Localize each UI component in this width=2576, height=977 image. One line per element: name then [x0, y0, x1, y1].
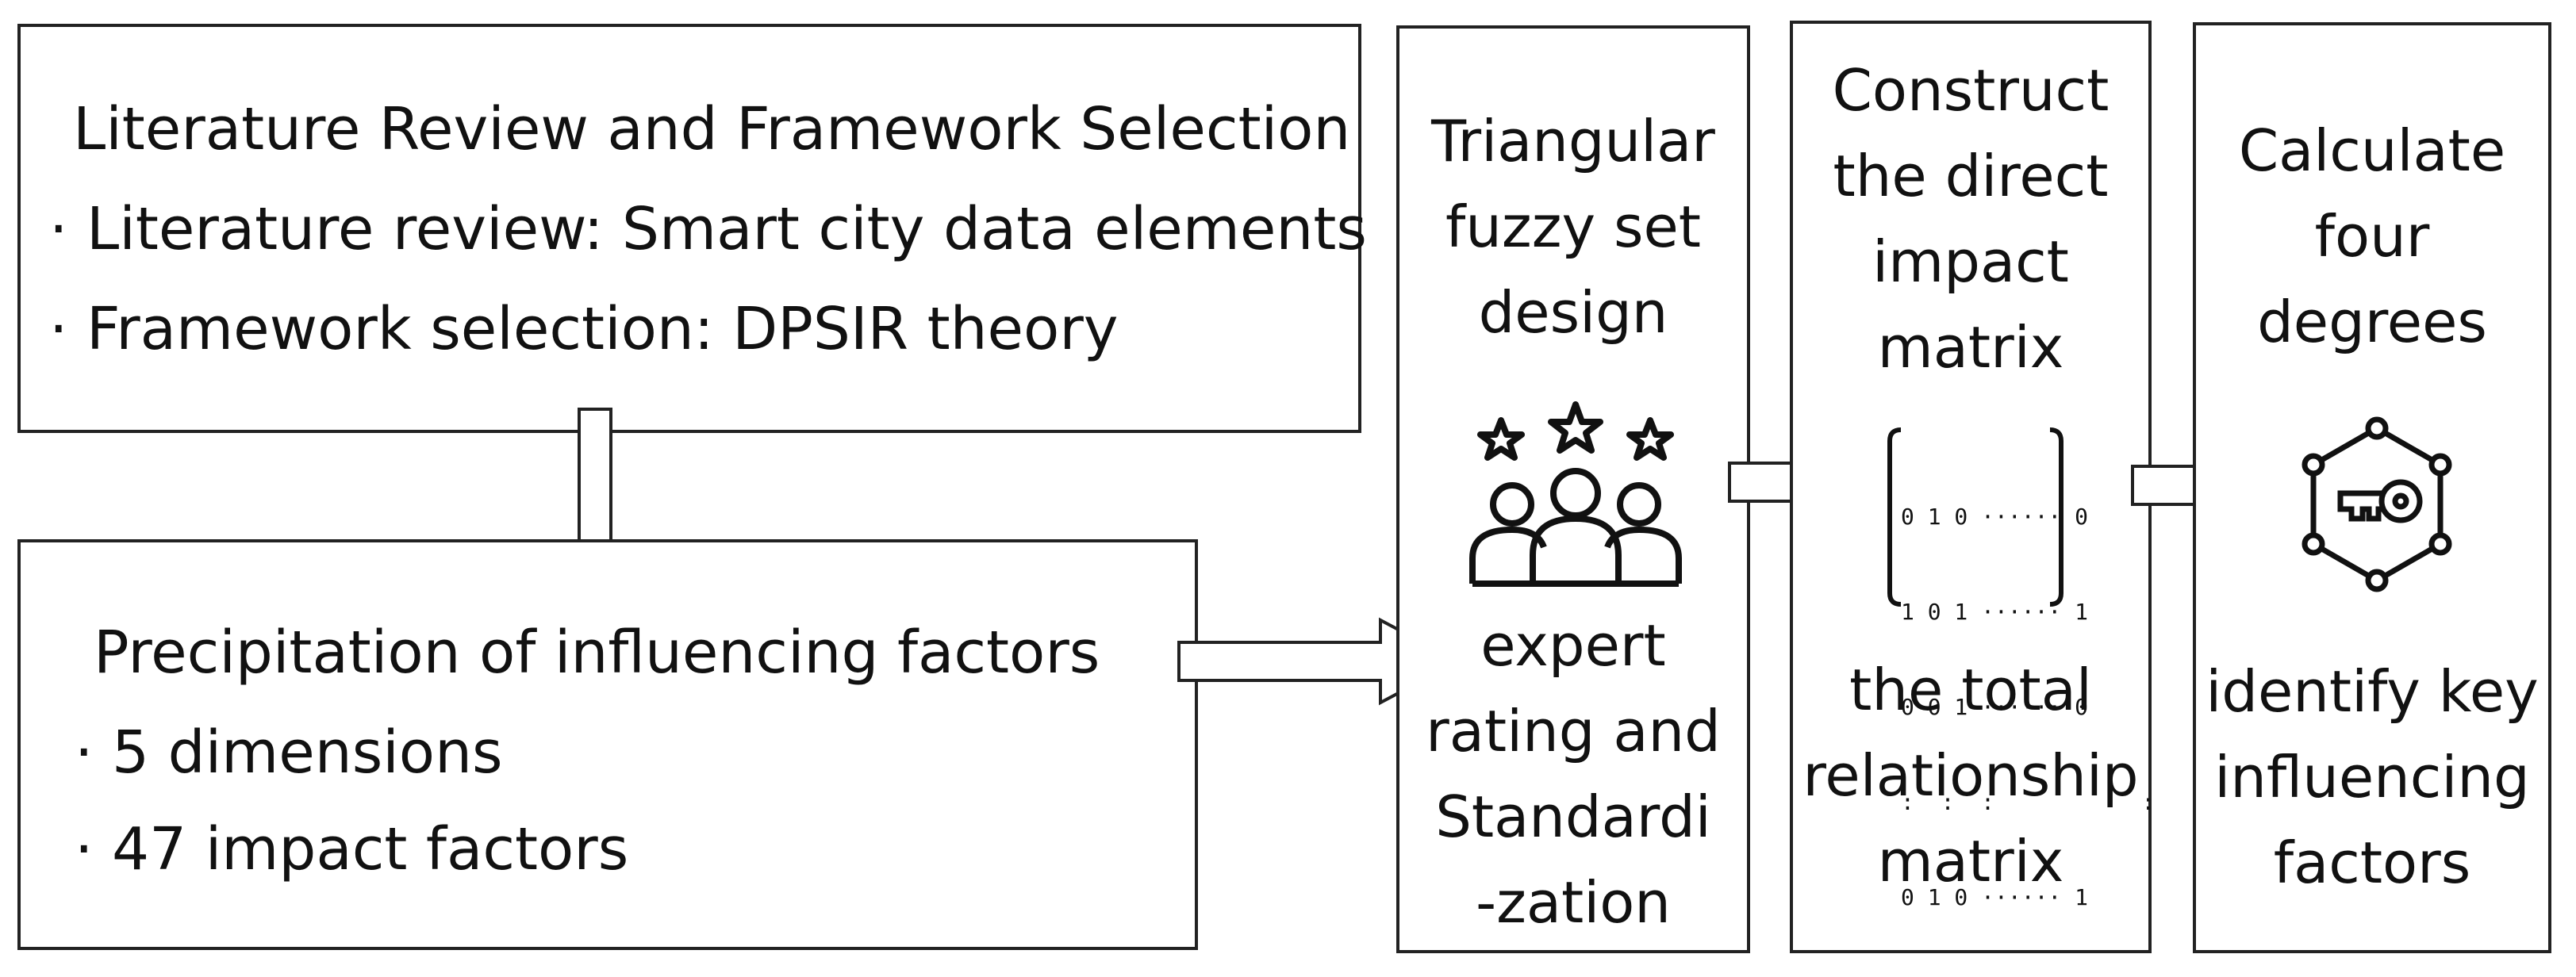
precipitation-box: Precipitation of influencing factors · 5…	[17, 539, 1198, 950]
literature-review-title: Literature Review and Framework Selectio…	[73, 95, 1351, 163]
direct-impact-heading: Construct the direct impact matrix	[1832, 57, 2110, 381]
key-network-icon	[2302, 416, 2452, 592]
literature-review-box: Literature Review and Framework Selectio…	[17, 24, 1367, 433]
precipitation-bullet-1: · 5 dimensions	[75, 718, 503, 787]
four-degrees-heading: Calculate four degrees	[2238, 117, 2506, 355]
experts-rating-icon	[1469, 401, 1682, 587]
literature-review-bullet-2: · Framework selection: DPSIR theory	[49, 295, 1119, 363]
binary-matrix-icon: 0 1 0 ······ 0 1 0 1 ······ 1 0 0 1 ····…	[1887, 427, 2155, 910]
literature-review-bullet-1: · Literature review: Smart city data ele…	[49, 195, 1367, 263]
precipitation-bullet-2: · 47 impact factors	[75, 815, 629, 883]
direct-impact-column: Construct the direct impact matrix 0 1 0…	[1790, 21, 2155, 953]
fuzzy-set-column: Triangular fuzzy set design expert ratin…	[1396, 25, 1750, 953]
four-degrees-column: Calculate four degrees identify key infl…	[2193, 22, 2551, 953]
precipitation-title: Precipitation of influencing factors	[94, 619, 1100, 687]
total-relationship-text: the total relationship matrix	[1802, 657, 2139, 895]
fuzzy-set-heading: Triangular fuzzy set design	[1431, 108, 1715, 346]
expert-rating-text: expert rating and Standardi -zation	[1426, 612, 1721, 936]
key-factors-text: identify key influencing factors	[2206, 658, 2539, 896]
